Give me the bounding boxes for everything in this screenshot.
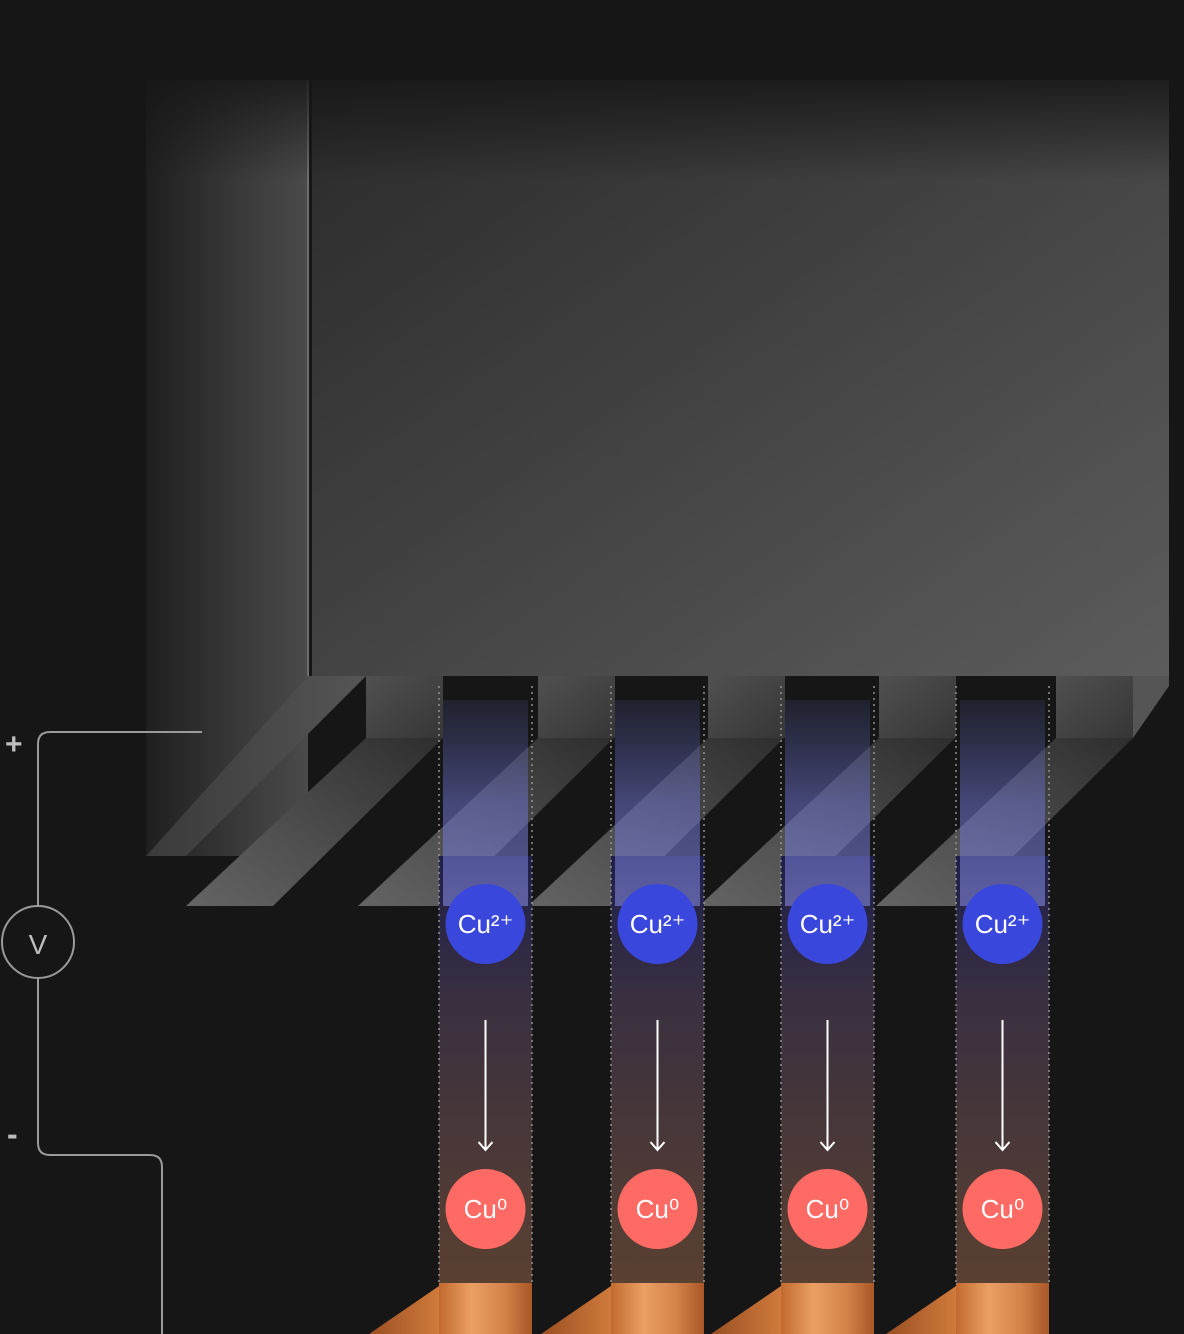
copper-deposit xyxy=(781,1283,874,1334)
ion-circle xyxy=(445,884,526,964)
ion-label: Cu²⁺ xyxy=(800,909,856,939)
ion-label: Cu²⁺ xyxy=(630,909,686,939)
reduction-arrow-head xyxy=(477,1141,494,1152)
ion-circle xyxy=(617,884,698,964)
deposit-circle xyxy=(787,1169,868,1249)
channels: Cu²⁺ Cu⁰ Cu²⁺ Cu⁰ Cu²⁺ Cu⁰ Cu²⁺ Cu⁰ xyxy=(369,686,1050,1334)
deposit-circle xyxy=(445,1169,526,1249)
voltmeter xyxy=(1,905,75,979)
tooth-top-3 xyxy=(708,676,785,738)
tooth-top-4 xyxy=(879,676,956,738)
ion-label: Cu²⁺ xyxy=(458,909,514,939)
deposit-circle xyxy=(617,1169,698,1249)
copper-deposit xyxy=(956,1283,1049,1334)
wire-positive xyxy=(37,731,202,906)
tooth-top-2 xyxy=(538,676,615,738)
deposit-label: Cu⁰ xyxy=(981,1194,1025,1224)
copper-side xyxy=(711,1286,781,1334)
channel-3: Cu²⁺ Cu⁰ xyxy=(711,686,875,1334)
ion-circle xyxy=(787,884,868,964)
channel-glow xyxy=(785,700,870,906)
anode-top-fade xyxy=(140,60,1184,180)
copper-side xyxy=(541,1286,611,1334)
channel-2: Cu²⁺ Cu⁰ xyxy=(541,686,705,1334)
tooth-top-5 xyxy=(1056,676,1133,738)
deposit-label: Cu⁰ xyxy=(806,1194,850,1224)
ion-label: Cu²⁺ xyxy=(975,909,1031,939)
reduction-arrow-head xyxy=(819,1141,836,1152)
ion-circle xyxy=(962,884,1043,964)
channel-glow xyxy=(443,700,528,906)
anode-right-bevel xyxy=(1133,676,1169,738)
wire-negative xyxy=(37,978,163,1334)
negative-terminal-label: - xyxy=(7,1116,18,1152)
deposit-circle xyxy=(962,1169,1043,1249)
voltmeter-label: V xyxy=(29,929,48,960)
positive-terminal-label: + xyxy=(5,728,23,761)
channel-4: Cu²⁺ Cu⁰ xyxy=(886,686,1050,1334)
anode-bevel xyxy=(146,676,366,856)
bevel-gap xyxy=(146,856,186,906)
copper-side xyxy=(369,1286,439,1334)
copper-deposit xyxy=(439,1283,532,1334)
copper-deposit xyxy=(611,1283,704,1334)
channel-glow xyxy=(615,700,700,906)
tooth-top-1 xyxy=(366,676,443,738)
deposit-label: Cu⁰ xyxy=(636,1194,680,1224)
channel-glow xyxy=(960,700,1045,906)
tooth-ridge-1 xyxy=(186,738,443,906)
copper-side xyxy=(886,1286,956,1334)
deposit-label: Cu⁰ xyxy=(464,1194,508,1224)
reduction-arrow-head xyxy=(994,1141,1011,1152)
reduction-arrow-head xyxy=(649,1141,666,1152)
channel-1: Cu²⁺ Cu⁰ xyxy=(369,686,533,1334)
